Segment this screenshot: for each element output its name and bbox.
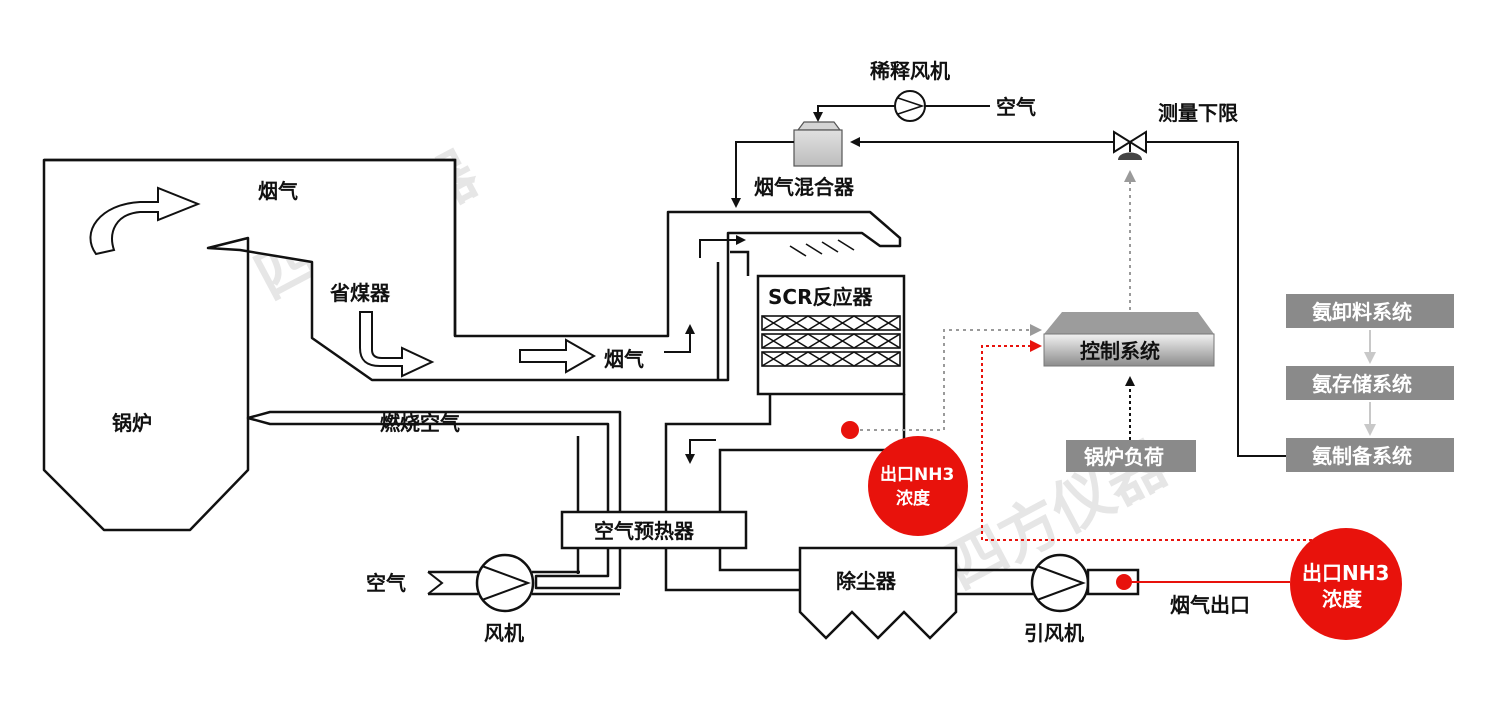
sensor-dot-icon bbox=[841, 421, 859, 439]
flue-gas-label-2: 烟气 bbox=[604, 347, 644, 371]
mixer-to-duct-line bbox=[731, 141, 794, 208]
boiler-load-label: 锅炉负荷 bbox=[1084, 445, 1164, 469]
ammonia-unloading-label: 氨卸料系统 bbox=[1312, 300, 1412, 324]
ammonia-storage-box bbox=[1286, 366, 1454, 400]
nh3-badge-1-line2: 浓度 bbox=[896, 488, 931, 509]
reactor-outlet-duct bbox=[664, 394, 906, 592]
control-system-label: 控制系统 bbox=[1080, 339, 1160, 363]
catalyst-layers bbox=[761, 315, 901, 367]
air-inlet-duct bbox=[428, 570, 620, 596]
reactor-down-arrow bbox=[685, 439, 716, 464]
ammonia-unloading-box bbox=[1286, 294, 1454, 328]
fan-label: 风机 bbox=[484, 621, 524, 645]
economizer-arrow-icon bbox=[359, 311, 435, 378]
control-valve-icon bbox=[1113, 130, 1147, 160]
flue-gas-mixer-label: 烟气混合器 bbox=[754, 175, 855, 199]
economizer-label: 省煤器 bbox=[329, 281, 391, 305]
nh3-badge-2: 出口NH3 浓度 bbox=[1290, 528, 1402, 640]
sensor1-to-control-dotted bbox=[860, 324, 1042, 431]
badge2-to-control-dotted bbox=[981, 340, 1318, 541]
measure-lower-limit-label: 测量下限 bbox=[1158, 101, 1238, 125]
nh3-badge-2-line1: 出口NH3 bbox=[1302, 561, 1389, 585]
air-preheater bbox=[560, 510, 748, 550]
nh3-badge-2-line2: 浓度 bbox=[1322, 587, 1363, 611]
ammonia-preparation-label: 氨制备系统 bbox=[1312, 444, 1412, 468]
air-preheater-label: 空气预热器 bbox=[594, 519, 695, 543]
air-inlet-flap-icon bbox=[427, 571, 444, 595]
boiler-body bbox=[42, 158, 902, 532]
fan-icon bbox=[475, 553, 535, 613]
flue-up-arrow bbox=[664, 324, 695, 353]
flue-gas-outlet-label: 烟气出口 bbox=[1170, 593, 1250, 617]
ammonia-preparation-box bbox=[1286, 438, 1454, 472]
air-left-label: 空气 bbox=[366, 571, 406, 595]
induced-fan-icon bbox=[1030, 553, 1090, 613]
nh3-badge-1: 出口NH3 浓度 bbox=[868, 436, 968, 536]
dust-to-fan-duct bbox=[956, 568, 1034, 596]
scr-reactor: SCR反应器 bbox=[716, 239, 906, 396]
scr-reactor-label: SCR反应器 bbox=[768, 285, 873, 309]
ammonia-storage-label: 氨存储系统 bbox=[1312, 372, 1412, 396]
dust-collector-label: 除尘器 bbox=[836, 569, 897, 593]
flue-gas-arrow-icon bbox=[519, 338, 597, 374]
boiler-shell bbox=[44, 158, 457, 336]
combustion-air-duct bbox=[246, 410, 622, 590]
dust-collector bbox=[798, 546, 958, 640]
flue-gas-label-1: 烟气 bbox=[258, 179, 298, 203]
sensor-dot-icon bbox=[1116, 574, 1132, 590]
control-system-box bbox=[1043, 312, 1215, 367]
valve-to-ammonia-line bbox=[1146, 141, 1286, 457]
nh3-badge-1-line1: 出口NH3 bbox=[880, 464, 954, 485]
dilution-fan-label: 稀释风机 bbox=[870, 59, 950, 83]
flue-gas-mixer bbox=[793, 121, 843, 167]
air-top-label: 空气 bbox=[996, 95, 1036, 119]
boiler-load-box bbox=[1066, 440, 1196, 472]
boiler-label: 锅炉 bbox=[112, 411, 152, 435]
dilution-to-mixer-line bbox=[813, 105, 895, 122]
combustion-air-label: 燃烧空气 bbox=[380, 411, 460, 435]
boiler-flow-arrow-icon bbox=[89, 186, 201, 256]
induced-fan-label: 引风机 bbox=[1024, 621, 1084, 645]
flue-turn-arrow bbox=[699, 235, 746, 258]
dilution-fan-icon bbox=[894, 90, 926, 122]
